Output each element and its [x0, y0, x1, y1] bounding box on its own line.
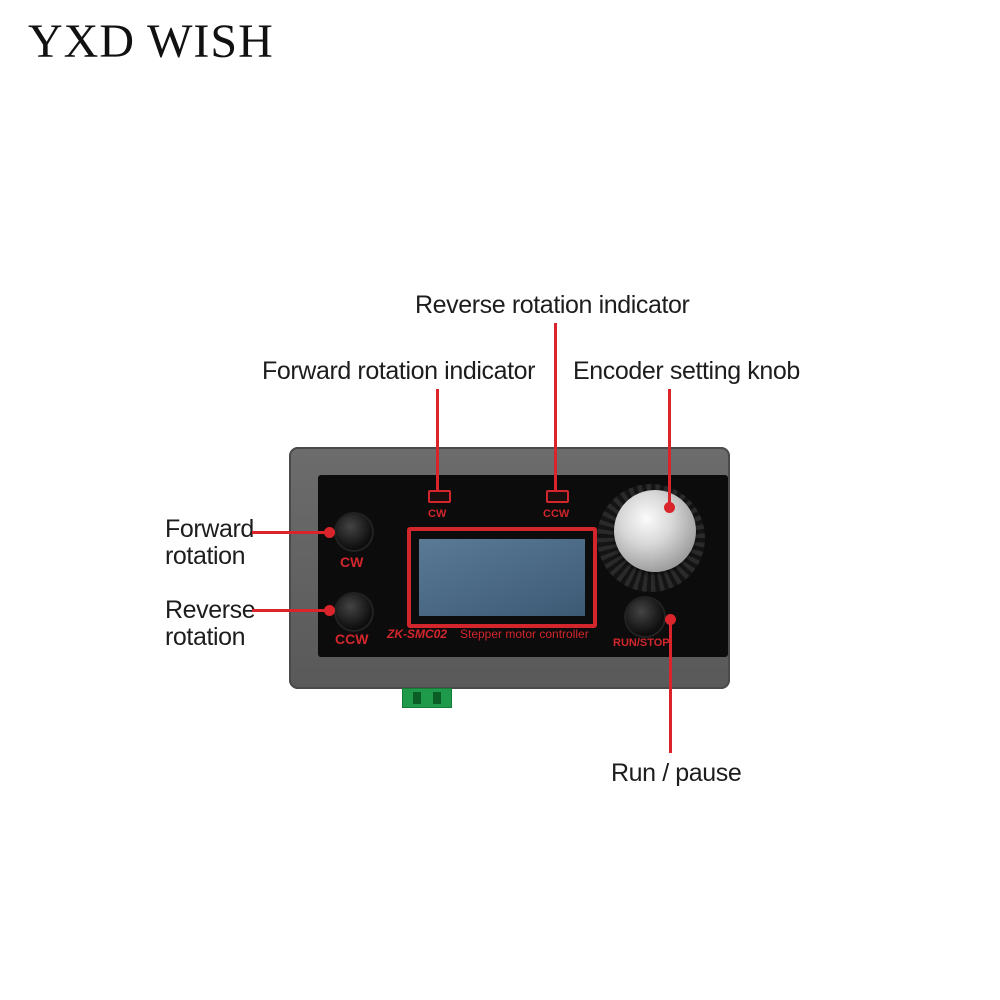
- callout-forward-indicator: Forward rotation indicator: [262, 357, 536, 385]
- callout-forward-rotation-line1: Forward: [165, 515, 254, 543]
- model-label: ZK-SMC02: [387, 627, 448, 641]
- callout-forward-rotation: Forward rotation: [165, 516, 254, 570]
- callout-reverse-rotation-line1: Reverse: [165, 596, 256, 624]
- callout-run-pause: Run / pause: [611, 759, 742, 787]
- leader-dot-reverse: [324, 605, 335, 616]
- ccw-button-label: CCW: [335, 631, 369, 647]
- knob-cap: [614, 490, 696, 572]
- ccw-led-label: CCW: [543, 508, 570, 520]
- callout-reverse-indicator: Reverse rotation indicator: [415, 291, 690, 319]
- leader-dot-run: [665, 614, 676, 625]
- leader-reverse-rotation: [252, 609, 328, 612]
- product-label: Stepper motor controller: [460, 627, 589, 641]
- ccw-button[interactable]: [336, 594, 372, 630]
- run-stop-button[interactable]: [626, 598, 664, 636]
- terminal-block: [402, 688, 452, 708]
- callout-reverse-rotation: Reverse rotation: [165, 596, 256, 651]
- callout-encoder-knob: Encoder setting knob: [573, 357, 800, 385]
- leader-forward-rotation: [252, 531, 328, 534]
- lcd-glass: [419, 539, 585, 616]
- leader-reverse-indicator: [554, 323, 557, 491]
- run-stop-label: RUN/STOP: [613, 637, 670, 649]
- callout-reverse-rotation-line2: rotation: [165, 623, 246, 651]
- leader-dot-forward: [324, 527, 335, 538]
- encoder-knob[interactable]: [597, 484, 705, 592]
- leader-encoder-knob: [668, 389, 671, 507]
- cw-indicator-led: [428, 490, 451, 503]
- lcd-display: [407, 527, 597, 628]
- cw-button-label: CW: [340, 554, 364, 570]
- leader-run-pause: [669, 620, 672, 753]
- terminal-slot: [413, 692, 421, 704]
- terminal-slot: [433, 692, 441, 704]
- cw-led-label: CW: [428, 508, 447, 520]
- cw-button[interactable]: [336, 514, 372, 550]
- leader-forward-indicator: [436, 389, 439, 491]
- leader-dot-encoder: [664, 502, 675, 513]
- brand-title: YXD WISH: [28, 15, 274, 68]
- callout-forward-rotation-line2: rotation: [165, 542, 246, 570]
- ccw-indicator-led: [546, 490, 569, 503]
